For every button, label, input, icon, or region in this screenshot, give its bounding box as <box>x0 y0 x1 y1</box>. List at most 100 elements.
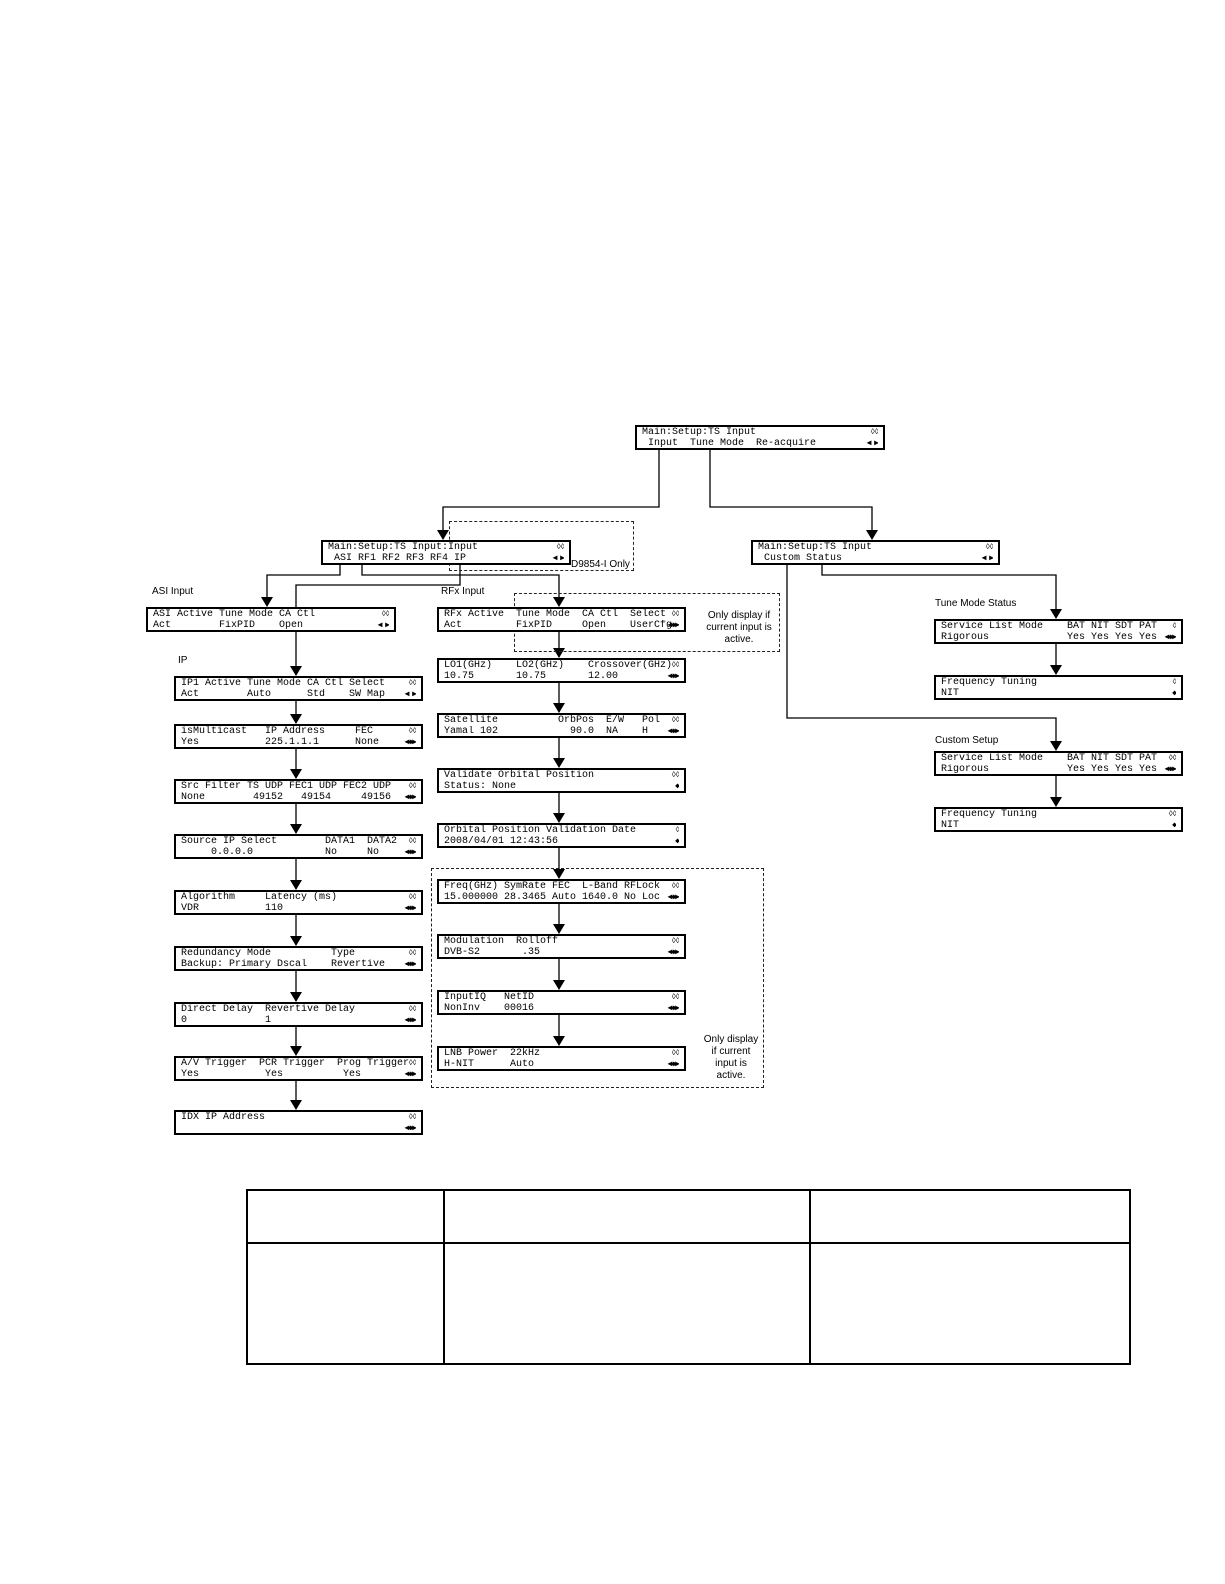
screen-line-1: Redundancy Mode Type <box>181 948 356 959</box>
screen-tune-mode-status-2[interactable]: Frequency Tuning◊ NIT◆ <box>934 675 1183 700</box>
screen-line-2: None 49152 49154 49156 <box>181 792 392 803</box>
up-down-arrows-icon: ◊◊ <box>671 1049 679 1058</box>
label-rfx-input: RFx Input <box>441 586 485 597</box>
label-ip: IP <box>178 655 188 666</box>
screen-line-1: IDX IP Address <box>181 1112 266 1123</box>
screen-line-2: Yes 225.1.1.1 None <box>181 737 380 748</box>
label-only-display-if-active: Only display if current input is active. <box>706 610 772 645</box>
screen-line-1: ASI Active Tune Mode CA Ctl <box>153 609 316 620</box>
left-right-arrows-icon: ◀◆▶ <box>667 1060 679 1069</box>
screen-line-1: Frequency Tuning <box>941 809 1038 820</box>
screen-line-2: DVB-S2 .35 <box>444 947 541 958</box>
screen-rf-9[interactable]: LNB Power 22kHz ◊◊ H-NIT Auto ◀◆▶ <box>437 1046 686 1071</box>
left-right-arrows-icon: ◀◆▶ <box>667 672 679 681</box>
screen-ip-7[interactable]: Direct Delay Revertive Delay◊◊ 0 1◀◆▶ <box>174 1002 423 1027</box>
screen-custom-setup-2[interactable]: Frequency Tuning ◊◊ NIT ◆ <box>934 807 1183 832</box>
screen-line-2: Yes Yes Yes <box>181 1069 362 1080</box>
screen-line-1: Main:Setup:TS Input <box>758 542 873 553</box>
screen-line-2: Status: None <box>444 781 517 792</box>
label-asi-input: ASI Input <box>152 586 194 597</box>
screen-custom-status[interactable]: Main:Setup:TS Input◊◊ Custom Status◀ ▶ <box>751 540 1000 565</box>
left-right-arrows-icon: ◀◆▶ <box>404 904 416 913</box>
screen-line-2: Custom Status <box>758 553 843 564</box>
up-down-arrows-icon: ◊◊ <box>408 1113 416 1122</box>
up-down-arrows-icon: ◊◊ <box>1168 810 1176 819</box>
up-down-arrows-icon: ◊◊ <box>408 837 416 846</box>
screen-line-2: ASI RF1 RF2 RF3 RF4 IP <box>328 553 467 564</box>
table-cell <box>246 1189 445 1244</box>
up-down-arrows-icon: ◊◊ <box>671 771 679 780</box>
left-right-arrows-icon: ◀◆▶ <box>667 1004 679 1013</box>
screen-line-2: VDR 110 <box>181 903 284 914</box>
table-cell <box>443 1242 811 1365</box>
up-down-arrows-icon: ◊◊ <box>870 428 878 437</box>
screen-line-1: IP1 Active Tune Mode CA Ctl Select <box>181 678 386 689</box>
screen-ip-1[interactable]: IP1 Active Tune Mode CA Ctl Select ◊◊ Act… <box>174 676 423 701</box>
screen-line-2: NonInv 00016 <box>444 1003 535 1014</box>
screen-ip-4[interactable]: Source IP Select DATA1 DATA2◊◊ 0.0.0.0 N… <box>174 834 423 859</box>
up-down-arrows-icon: ◊◊ <box>381 610 389 619</box>
up-down-arrows-icon: ◊◊ <box>671 993 679 1002</box>
screen-line-1: isMulticast IP Address FEC <box>181 726 374 737</box>
screen-line-1: LO1(GHz) LO2(GHz) Crossover(GHz) <box>444 660 673 671</box>
screen-ip-6[interactable]: Redundancy Mode Type◊◊ Backup: Primary D… <box>174 946 423 971</box>
screen-line-1: Service List Mode BAT NIT SDT PAT <box>941 621 1158 632</box>
screen-line-2: NIT <box>941 688 960 699</box>
screen-ip-3[interactable]: Src Filter TS UDP FEC1 UDP FEC2 UDP◊◊ No… <box>174 779 423 804</box>
up-down-arrows-icon: ◊◊ <box>1168 754 1176 763</box>
up-down-arrows-icon: ◊◊ <box>408 679 416 688</box>
screen-rf-3[interactable]: Satellite OrbPos E/W Pol◊◊ Yamal 102 90.… <box>437 713 686 738</box>
screen-line-2: Act Auto Std SW Map <box>181 689 386 700</box>
screen-line-2: NIT <box>941 820 960 831</box>
up-down-arrows-icon: ◊◊ <box>556 543 564 552</box>
up-down-arrows-icon: ◊◊ <box>671 882 679 891</box>
screen-tune-mode-status-1[interactable]: Service List Mode BAT NIT SDT PAT◊ Rigor… <box>934 619 1183 644</box>
screen-line-2: Input Tune Mode Re-acquire <box>642 438 817 449</box>
table-cell <box>809 1189 1131 1244</box>
screen-line-2: 15.000000 28.3465 Auto 1640.0 No Loc <box>444 892 661 903</box>
screen-custom-setup-1[interactable]: Service List Mode BAT NIT SDT PAT◊◊ Rigo… <box>934 751 1183 776</box>
screen-line-2: 0 1 <box>181 1015 272 1026</box>
screen-line-1: LNB Power 22kHz <box>444 1048 541 1059</box>
rfx-conditional-region-2 <box>431 868 764 1088</box>
up-arrow-icon: ◊ <box>675 826 679 835</box>
screen-ip-5[interactable]: Algorithm Latency (ms)◊◊ VDR 110◀◆▶ <box>174 890 423 915</box>
up-down-arrows-icon: ◊◊ <box>408 782 416 791</box>
screen-line-1: Validate Orbital Position <box>444 770 595 781</box>
screen-rf-6[interactable]: Freq(GHz) SymRate FEC L-Band RFLock ◊◊ 15… <box>437 879 686 904</box>
screen-ip-8[interactable]: A/V Trigger PCR Trigger Prog Trigger◊◊ Y… <box>174 1056 423 1081</box>
left-right-arrows-icon: ◀ ▶ <box>377 621 389 630</box>
screen-asi-input[interactable]: ASI Active Tune Mode CA Ctl ◊◊ Act FixPID… <box>146 607 396 632</box>
screen-rf-2[interactable]: LO1(GHz) LO2(GHz) Crossover(GHz)◊◊ 10.75… <box>437 658 686 683</box>
screen-rf-5[interactable]: Orbital Position Validation Date ◊ 2008/0… <box>437 823 686 848</box>
screen-line-1: Freq(GHz) SymRate FEC L-Band RFLock <box>444 881 661 892</box>
screen-ip-2[interactable]: isMulticast IP Address FEC◊◊ Yes 225.1.1… <box>174 724 423 749</box>
screen-rf-8[interactable]: InputIQ NetID◊◊ NonInv 00016◀◆▶ <box>437 990 686 1015</box>
screen-rf-7[interactable]: Modulation Rolloff◊◊ DVB-S2 .35◀◆▶ <box>437 934 686 959</box>
table-cell <box>443 1189 811 1244</box>
screen-line-1: Source IP Select DATA1 DATA2 <box>181 836 398 847</box>
up-arrow-icon: ◊ <box>1172 678 1176 687</box>
screen-line-2: 2008/04/01 12:43:56 <box>444 836 559 847</box>
screen-line-1: Orbital Position Validation Date <box>444 825 637 836</box>
up-arrow-icon: ◊ <box>1172 622 1176 631</box>
up-down-arrows-icon: ◊◊ <box>408 1005 416 1014</box>
screen-main-ts-input[interactable]: Main:Setup:TS Input ◊◊ Input Tune Mode Re… <box>635 425 885 450</box>
left-right-arrows-icon: ◀◆▶ <box>404 738 416 747</box>
screen-ts-input-select[interactable]: Main:Setup:TS Input:Input◊◊ ASI RF1 RF2 … <box>321 540 571 565</box>
screen-line-2: Rigorous Yes Yes Yes Yes <box>941 764 1158 775</box>
screen-line-1: RFx Active Tune Mode CA Ctl Select <box>444 609 667 620</box>
screen-line-1: Main:Setup:TS Input <box>642 427 757 438</box>
blank-table <box>246 1189 1131 1365</box>
screen-line-2: H-NIT Auto <box>444 1059 535 1070</box>
screen-line-2: Act FixPID Open <box>153 620 304 631</box>
up-down-arrows-icon: ◊◊ <box>671 937 679 946</box>
label-custom-setup: Custom Setup <box>935 735 999 746</box>
screen-ip-9[interactable]: IDX IP Address◊◊ ◀◆▶ <box>174 1110 423 1135</box>
down-arrow-icon: ◆ <box>1172 821 1176 830</box>
screen-line-1: Modulation Rolloff <box>444 936 559 947</box>
screen-rf-1[interactable]: RFx Active Tune Mode CA Ctl Select◊◊ Act… <box>437 607 686 632</box>
screen-rf-4[interactable]: Validate Orbital Position ◊◊ Status: None… <box>437 768 686 793</box>
table-cell <box>246 1242 445 1365</box>
up-down-arrows-icon: ◊◊ <box>671 661 679 670</box>
